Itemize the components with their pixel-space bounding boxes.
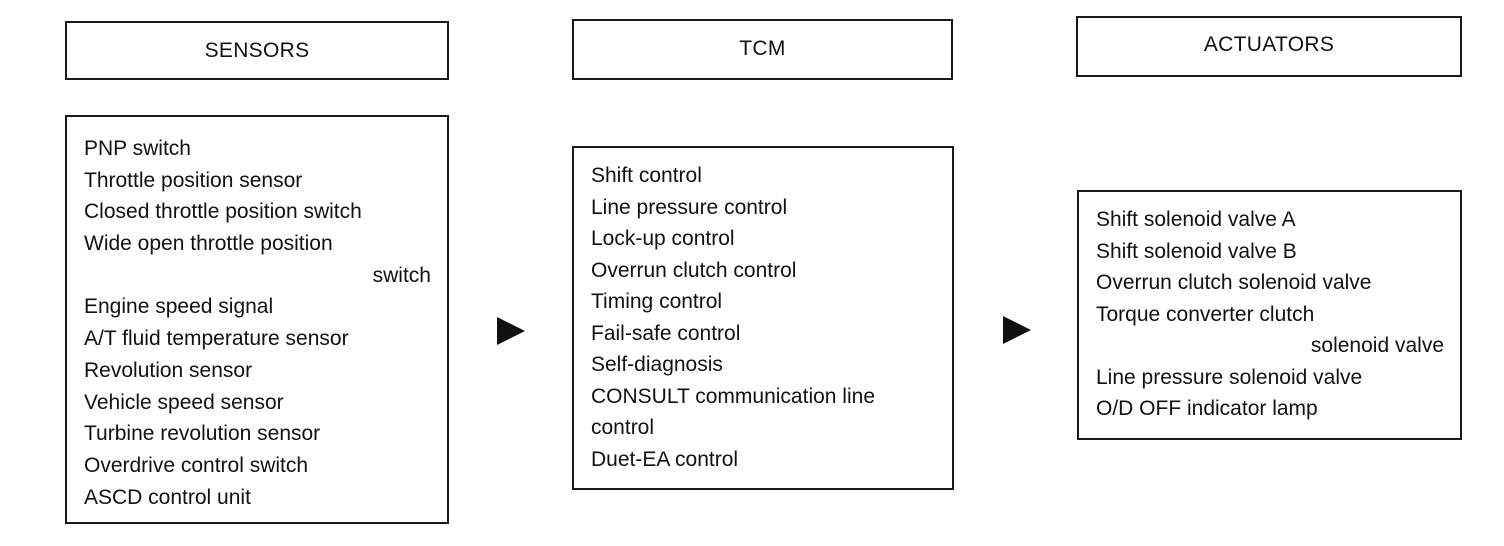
list-item: Overrun clutch control: [591, 258, 797, 282]
list-item: Closed throttle position switch: [84, 200, 362, 224]
actuators-header: ACTUATORS: [1076, 16, 1462, 77]
list-item: Wide open throttle position: [84, 232, 333, 256]
list-item: PNP switch: [84, 137, 191, 160]
sensors-list: PNP switch Throttle position sensor Clos…: [84, 133, 431, 513]
right-arrow-icon: [497, 317, 525, 345]
list-item: Self-diagnosis: [591, 353, 723, 376]
list-item: Vehicle speed sensor: [84, 390, 284, 414]
tcm-list: Shift control Line pressure control Lock…: [591, 160, 938, 475]
list-item: Line pressure solenoid valve: [1096, 365, 1363, 389]
actuators-list-box: Shift solenoid valve A Shift solenoid va…: [1077, 190, 1462, 440]
list-item: Overrun clutch solenoid valve: [1096, 271, 1372, 294]
list-item: switch: [372, 263, 431, 287]
list-item: Overdrive control switch: [84, 453, 309, 477]
sensors-header: SENSORS: [65, 21, 449, 80]
list-item: Throttle position sensor: [84, 168, 303, 192]
list-item: Revolution sensor: [84, 358, 253, 382]
list-item: Line pressure control: [591, 195, 788, 219]
list-item: CONSULT communication line: [591, 384, 875, 408]
actuators-header-label: ACTUATORS: [1203, 33, 1335, 56]
list-item: ASCD control unit: [84, 485, 251, 509]
list-item: O/D OFF indicator lamp: [1096, 397, 1318, 420]
list-item: Lock-up control: [591, 227, 735, 250]
list-item: Duet-EA control: [591, 447, 739, 471]
sensors-list-box: PNP switch Throttle position sensor Clos…: [65, 115, 449, 524]
list-item: control: [591, 416, 655, 439]
list-item: Torque converter clutch: [1096, 302, 1315, 326]
right-arrow-icon: [1003, 316, 1031, 344]
list-item: Timing control: [591, 290, 723, 313]
sensors-header-label: SENSORS: [204, 39, 310, 62]
tcm-list-box: Shift control Line pressure control Lock…: [572, 146, 954, 490]
list-item: Engine speed signal: [84, 295, 274, 319]
list-item: Shift solenoid valve A: [1096, 208, 1296, 231]
actuators-list: Shift solenoid valve A Shift solenoid va…: [1096, 204, 1444, 425]
tcm-header-label: TCM: [739, 37, 786, 60]
list-item: Shift control: [591, 164, 702, 187]
list-item: solenoid valve: [1310, 334, 1444, 357]
list-item: Fail-safe control: [591, 321, 741, 345]
list-item: Shift solenoid valve B: [1096, 239, 1297, 263]
list-item: Turbine revolution sensor: [84, 422, 321, 446]
tcm-header: TCM: [572, 19, 953, 80]
list-item: A/T fluid temperature sensor: [84, 327, 349, 351]
